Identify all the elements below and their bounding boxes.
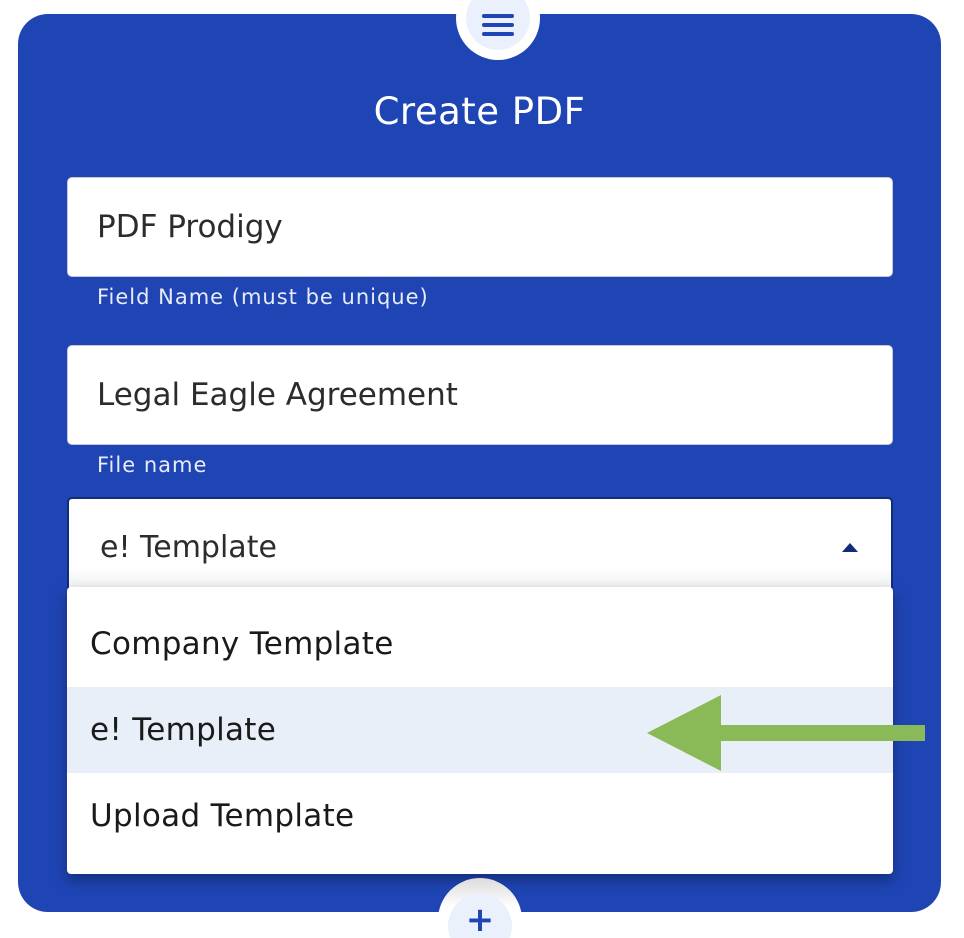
arrow-left-icon [647, 695, 925, 771]
plus-icon: + [465, 900, 495, 938]
hamburger-menu-icon [482, 14, 514, 36]
option-company-template[interactable]: Company Template [90, 626, 394, 662]
menu-button-inner [466, 0, 530, 50]
option-upload-template[interactable]: Upload Template [90, 798, 355, 834]
caret-up-icon[interactable] [842, 543, 858, 552]
file-name-helper: File name [97, 453, 208, 477]
file-name-input[interactable]: Legal Eagle Agreement [67, 345, 893, 445]
field-name-helper: Field Name (must be unique) [97, 285, 429, 309]
add-button[interactable]: + [438, 878, 522, 938]
template-select-value: e! Template [100, 529, 277, 565]
field-name-input[interactable]: PDF Prodigy [67, 177, 893, 277]
page-title: Create PDF [373, 90, 586, 133]
add-button-inner: + [448, 894, 512, 938]
menu-button[interactable] [456, 0, 540, 60]
template-select[interactable]: e! Template [67, 497, 893, 597]
